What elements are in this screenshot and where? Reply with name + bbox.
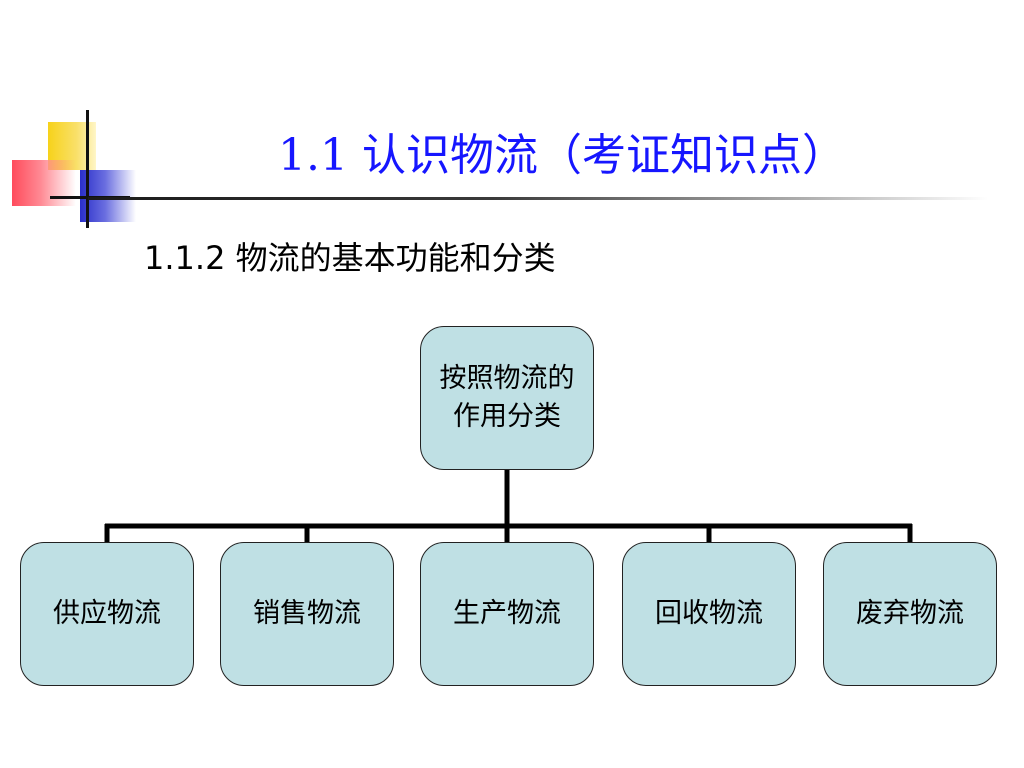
child-node-label: 供应物流 <box>53 598 161 629</box>
root-node-label: 按照物流的作用分类 <box>439 363 575 432</box>
child-node-supply-logistics: 供应物流 <box>20 542 194 686</box>
child-node-label: 生产物流 <box>453 598 561 629</box>
child-node-waste-logistics: 废弃物流 <box>823 542 997 686</box>
child-node-label: 回收物流 <box>655 598 763 629</box>
title-underline <box>88 197 988 200</box>
root-node: 按照物流的作用分类 <box>420 326 594 470</box>
child-node-production-logistics: 生产物流 <box>420 542 594 686</box>
slide-title: 1.1 认识物流（考证知识点） <box>278 130 846 181</box>
child-node-return-logistics: 回收物流 <box>622 542 796 686</box>
child-node-label: 废弃物流 <box>856 598 964 629</box>
slide-subtitle: 1.1.2 物流的基本功能和分类 <box>144 239 556 277</box>
logo-vertical-line <box>86 110 89 228</box>
child-node-sales-logistics: 销售物流 <box>220 542 394 686</box>
child-node-label: 销售物流 <box>253 598 361 629</box>
